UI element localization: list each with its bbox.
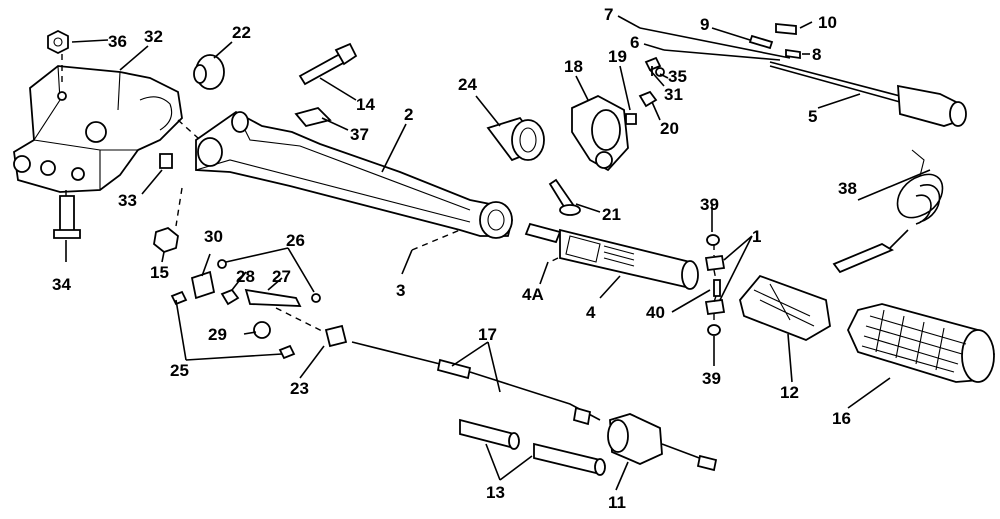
leader-lines <box>65 15 931 491</box>
callout-9: 9 <box>700 15 709 34</box>
part-13-tubes <box>459 418 606 476</box>
part-22-washer <box>193 54 225 90</box>
callout-labels: 36 32 22 14 37 2 24 18 19 7 9 10 6 8 35 … <box>52 5 857 512</box>
part-2-tiller-arm <box>195 110 513 239</box>
callout-11: 11 <box>608 493 626 512</box>
callout-21: 21 <box>602 205 621 224</box>
callout-25: 25 <box>170 361 189 380</box>
callout-40: 40 <box>646 303 665 322</box>
callout-7: 7 <box>604 5 613 24</box>
callout-28: 28 <box>236 267 255 286</box>
callout-30: 30 <box>204 227 223 246</box>
callout-5: 5 <box>808 107 817 126</box>
part-4a-pin <box>524 222 562 244</box>
part-37-clip <box>294 106 332 128</box>
part-12-inner-grip <box>739 274 831 341</box>
lower-fittings <box>53 153 179 254</box>
callout-29: 29 <box>208 325 227 344</box>
callout-37: 37 <box>350 125 369 144</box>
callout-1: 1 <box>752 227 761 246</box>
callout-19: 19 <box>608 47 627 66</box>
callout-4a: 4A <box>522 285 544 304</box>
callout-32: 32 <box>144 27 163 46</box>
callout-6: 6 <box>630 33 639 52</box>
callout-35: 35 <box>668 67 687 86</box>
callout-18: 18 <box>564 57 583 76</box>
callout-36: 36 <box>108 32 127 51</box>
callout-39-upper: 39 <box>700 195 719 214</box>
part-14-bolt <box>298 42 358 86</box>
part-19-spring <box>625 113 637 125</box>
callout-39-lower: 39 <box>702 369 721 388</box>
part-24-bushing <box>486 116 545 162</box>
part-15-nut <box>153 226 179 254</box>
part-20-nut <box>638 90 658 108</box>
part-9-terminal <box>748 34 774 50</box>
callout-4: 4 <box>586 303 596 322</box>
throttle-linkage <box>170 259 321 360</box>
callout-24: 24 <box>458 75 477 94</box>
assembly-dash-lines <box>61 54 717 333</box>
part-26-washer-a <box>217 259 227 269</box>
part-1-upper <box>704 254 726 272</box>
part-38-lanyard <box>832 149 944 274</box>
part-36-nut <box>47 29 69 55</box>
part-16-outer-grip <box>847 303 996 383</box>
part-25-screw-b <box>278 344 296 360</box>
part-33-fitting <box>159 153 173 169</box>
callout-14: 14 <box>356 95 375 114</box>
part-31-screw <box>644 56 662 76</box>
part-30-bracket <box>190 270 216 300</box>
callout-27: 27 <box>272 267 291 286</box>
part-23-bushing <box>324 324 348 348</box>
callout-3: 3 <box>396 281 405 300</box>
part-1-lower <box>704 298 726 316</box>
part-21-screw <box>548 178 581 216</box>
part-11-cable-block <box>607 413 718 472</box>
part-27-link <box>244 288 302 307</box>
callout-2: 2 <box>404 105 413 124</box>
part-8-terminal <box>785 48 801 60</box>
callout-16: 16 <box>832 409 851 428</box>
callout-23: 23 <box>290 379 309 398</box>
small-hardware-group <box>625 56 665 125</box>
callout-26: 26 <box>286 231 305 250</box>
part-17-throttle-cable <box>351 341 601 426</box>
callout-12: 12 <box>780 383 799 402</box>
grip-hardware <box>704 234 726 336</box>
part-32-bracket-housing <box>13 65 183 193</box>
callout-15: 15 <box>150 263 169 282</box>
part-34-bolt <box>53 195 81 239</box>
callout-33: 33 <box>118 191 137 210</box>
part-35-washer <box>655 67 665 77</box>
part-18-friction-ring <box>571 94 629 172</box>
callout-17: 17 <box>478 325 497 344</box>
part-29-gear <box>253 321 271 339</box>
callout-20: 20 <box>660 119 679 138</box>
callout-31: 31 <box>664 85 683 104</box>
callout-22: 22 <box>232 23 251 42</box>
callout-13: 13 <box>486 483 505 502</box>
part-28-nut <box>220 288 240 306</box>
stop-switch-cable-assembly <box>639 23 967 127</box>
callout-34: 34 <box>52 275 71 294</box>
callout-38: 38 <box>838 179 857 198</box>
part-26-washer-b <box>311 293 321 303</box>
part-7-wire <box>639 27 791 59</box>
part-39-lower <box>707 324 721 336</box>
part-6-wire <box>663 49 781 61</box>
part-25-screw-a <box>170 290 188 306</box>
callout-10: 10 <box>818 13 837 32</box>
part-10-terminal <box>775 23 797 35</box>
part-4-throttle-shaft <box>524 222 699 290</box>
part-40-pin <box>713 279 721 297</box>
callout-8: 8 <box>812 45 821 64</box>
part-39-upper <box>706 234 720 246</box>
